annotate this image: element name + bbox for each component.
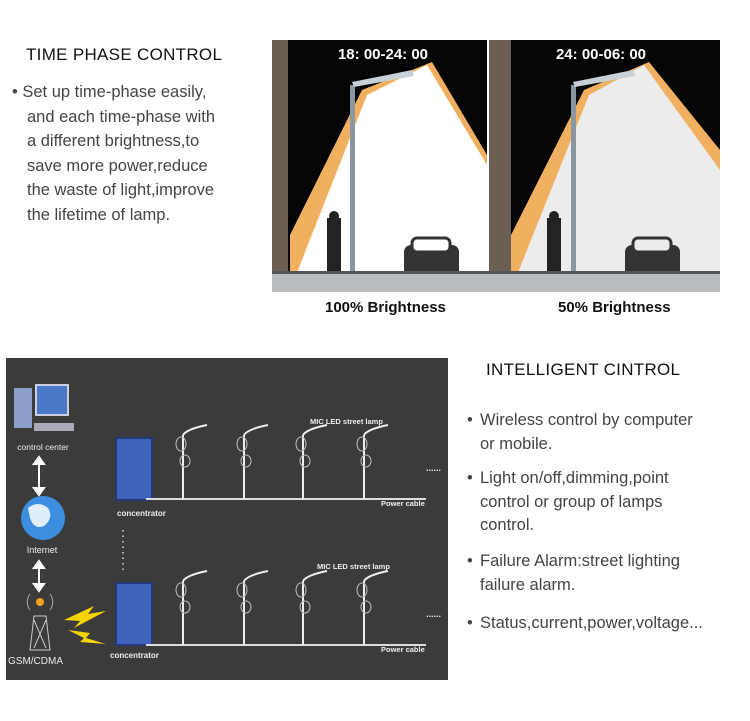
feature-bullet: •Status,current,power,voltage... [467,614,703,632]
computer-icon [14,384,74,431]
concentrator-label: concentrator [117,509,166,518]
street-lamp-icon [356,570,389,645]
power-cable-label: Power cable [381,645,425,654]
street-lamp-label: MIC LED street lamp [310,417,383,426]
time-label: 24: 00-06: 00 [556,46,646,63]
text-line: save more power,reduce [27,156,208,175]
concentrator-label: concentrator [110,651,159,660]
street-lamp-icon [236,570,269,645]
lightning-icon [64,606,106,644]
ellipsis: ...... [426,609,441,619]
caption-full-brightness: 100% Brightness [325,299,446,316]
street-lamp-label: MIC LED street lamp [317,562,390,571]
network-diagram: control center Internet GSM/CDMA concent… [6,358,448,680]
panel-full-brightness: 18: 00-24: 00 [272,40,487,292]
street-lamp-icon [175,570,208,645]
control-center-label: control center [17,442,69,452]
text-line: the waste of light,improve [27,181,215,199]
text-line: and each time-phase with [27,107,216,126]
street-lamp-icon [356,424,389,499]
internet-label: Internet [27,545,58,555]
car-icon [404,236,459,277]
tower-icon [26,593,54,651]
street-lamp-icon [295,570,328,645]
intelligent-control-heading: INTELLIGENT CINTROL [486,360,681,379]
road [272,273,720,292]
concentrator-icon [115,582,153,646]
arrow-icon [32,455,46,497]
person-icon [327,218,341,276]
street-lamp-icon [295,424,328,499]
concentrator-icon [115,437,153,501]
power-cable-label: Power cable [381,499,425,508]
street-lamp-icon [236,424,269,499]
text-line: the lifetime of lamp. [27,205,171,224]
caption-half-brightness: 50% Brightness [558,299,671,316]
arrow-icon [32,559,46,593]
time-label: 18: 00-24: 00 [338,46,428,63]
building-wall [272,40,288,275]
bullet-dot: • [12,83,23,101]
lamp-pole [350,85,355,277]
time-phase-description: • Set up time-phase easily, and each tim… [12,80,215,227]
street-lamp-icon [175,424,208,499]
gsm-label: GSM/CDMA [8,656,63,667]
text-line: a different brightness,to [27,132,200,150]
brightness-illustration: 18: 00-24: 00 24: 00-06: 00 [272,40,720,292]
time-phase-heading: TIME PHASE CONTROL [26,45,223,64]
lamp-head [352,70,414,87]
panel-half-brightness: 24: 00-06: 00 [489,40,720,292]
ellipsis: ...... [426,463,441,473]
text-line: Set up time-phase easily, [22,83,207,101]
